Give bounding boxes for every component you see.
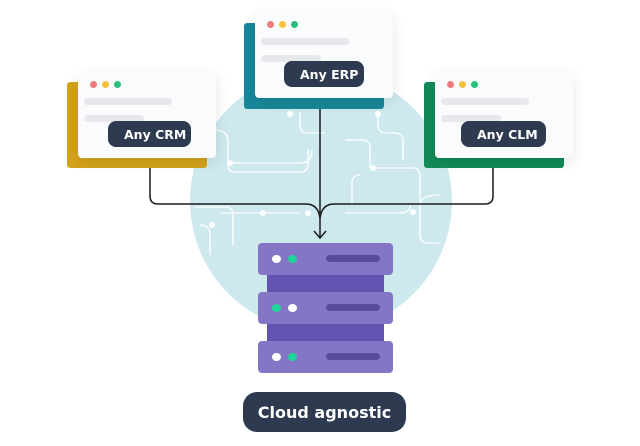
drive-slot <box>326 353 380 360</box>
server-unit <box>258 292 393 324</box>
trace-node <box>370 165 376 171</box>
placeholder-line <box>261 38 349 45</box>
cloud-agnostic-label: Cloud agnostic <box>243 392 406 432</box>
server-unit <box>258 341 393 373</box>
trace-node <box>227 160 233 166</box>
drive-slot <box>326 304 380 311</box>
drive-slot <box>326 255 380 262</box>
erp-label: Any ERP <box>284 61 364 87</box>
trace <box>199 224 211 255</box>
window-dots-icon <box>90 81 121 88</box>
connector-crm <box>149 168 321 219</box>
trace-node <box>209 222 215 228</box>
trace <box>351 174 361 205</box>
crm-label: Any CRM <box>108 121 191 147</box>
erp-label-text: Any ERP <box>300 66 359 82</box>
trace <box>299 112 325 134</box>
arrow-down-icon <box>313 230 327 240</box>
trace-node <box>287 111 293 117</box>
clm-label: Any CLM <box>461 121 546 147</box>
trace <box>375 167 440 244</box>
trace <box>230 149 313 164</box>
clm-window <box>435 72 573 158</box>
trace-node <box>410 209 416 215</box>
led-green <box>288 255 297 263</box>
led-white <box>288 304 297 312</box>
trace <box>345 139 371 168</box>
trace <box>195 206 234 245</box>
led-white <box>272 255 281 263</box>
led-green <box>272 304 281 312</box>
trace-node <box>305 210 311 216</box>
crm-label-text: Any CRM <box>124 126 187 142</box>
led-white <box>272 353 281 361</box>
trace-node <box>260 210 266 216</box>
window-dots-icon <box>447 81 478 88</box>
window-dots-icon <box>267 21 298 28</box>
placeholder-line <box>441 98 529 105</box>
placeholder-line <box>84 98 172 105</box>
trace-node <box>375 111 381 117</box>
cloud-agnostic-text: Cloud agnostic <box>257 402 392 422</box>
trace <box>345 204 411 214</box>
clm-label-text: Any CLM <box>477 126 538 142</box>
placeholder-line <box>261 55 321 62</box>
trace <box>214 129 309 173</box>
trace <box>377 112 404 160</box>
server-unit <box>258 243 393 275</box>
placeholder-line <box>84 115 144 122</box>
led-green <box>288 353 297 361</box>
placeholder-line <box>441 115 501 122</box>
connector-clm <box>319 168 494 219</box>
